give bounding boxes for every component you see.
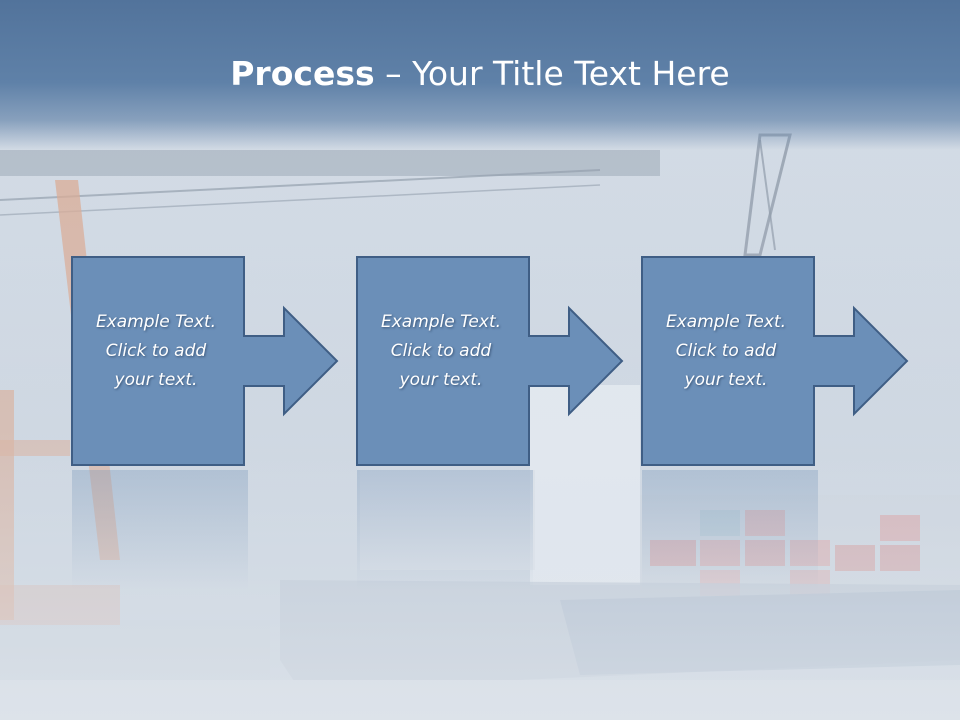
title-bold-text: Process <box>230 54 375 93</box>
process-step-2[interactable]: Example Text. Click to add your text. <box>356 256 630 468</box>
step-1-text: Example Text. Click to add your text. <box>75 308 237 395</box>
step-text-line: Example Text. <box>95 312 217 332</box>
process-step-1[interactable]: Example Text. Click to add your text. <box>71 256 345 468</box>
step-2-text: Example Text. Click to add your text. <box>360 308 522 395</box>
step-text-line: your text. <box>684 370 768 390</box>
step-1-reflection <box>72 470 248 590</box>
process-step-3[interactable]: Example Text. Click to add your text. <box>641 256 915 468</box>
step-text-line: Click to add <box>105 341 207 361</box>
step-arrow-shape <box>356 256 624 466</box>
step-text-line: Example Text. <box>665 312 787 332</box>
step-2-reflection <box>357 470 533 590</box>
step-text-line: Click to add <box>675 341 777 361</box>
step-text-line: your text. <box>399 370 483 390</box>
slide-title[interactable]: Process – Your Title Text Here <box>0 52 960 96</box>
step-arrow-shape <box>641 256 909 466</box>
step-text-line: Click to add <box>390 341 492 361</box>
step-text-line: Example Text. <box>380 312 502 332</box>
step-arrow-shape <box>71 256 339 466</box>
title-bar <box>0 0 960 150</box>
step-3-text: Example Text. Click to add your text. <box>645 308 807 395</box>
title-rest-text: – Your Title Text Here <box>374 54 730 93</box>
step-3-reflection <box>642 470 818 590</box>
step-text-line: your text. <box>114 370 198 390</box>
